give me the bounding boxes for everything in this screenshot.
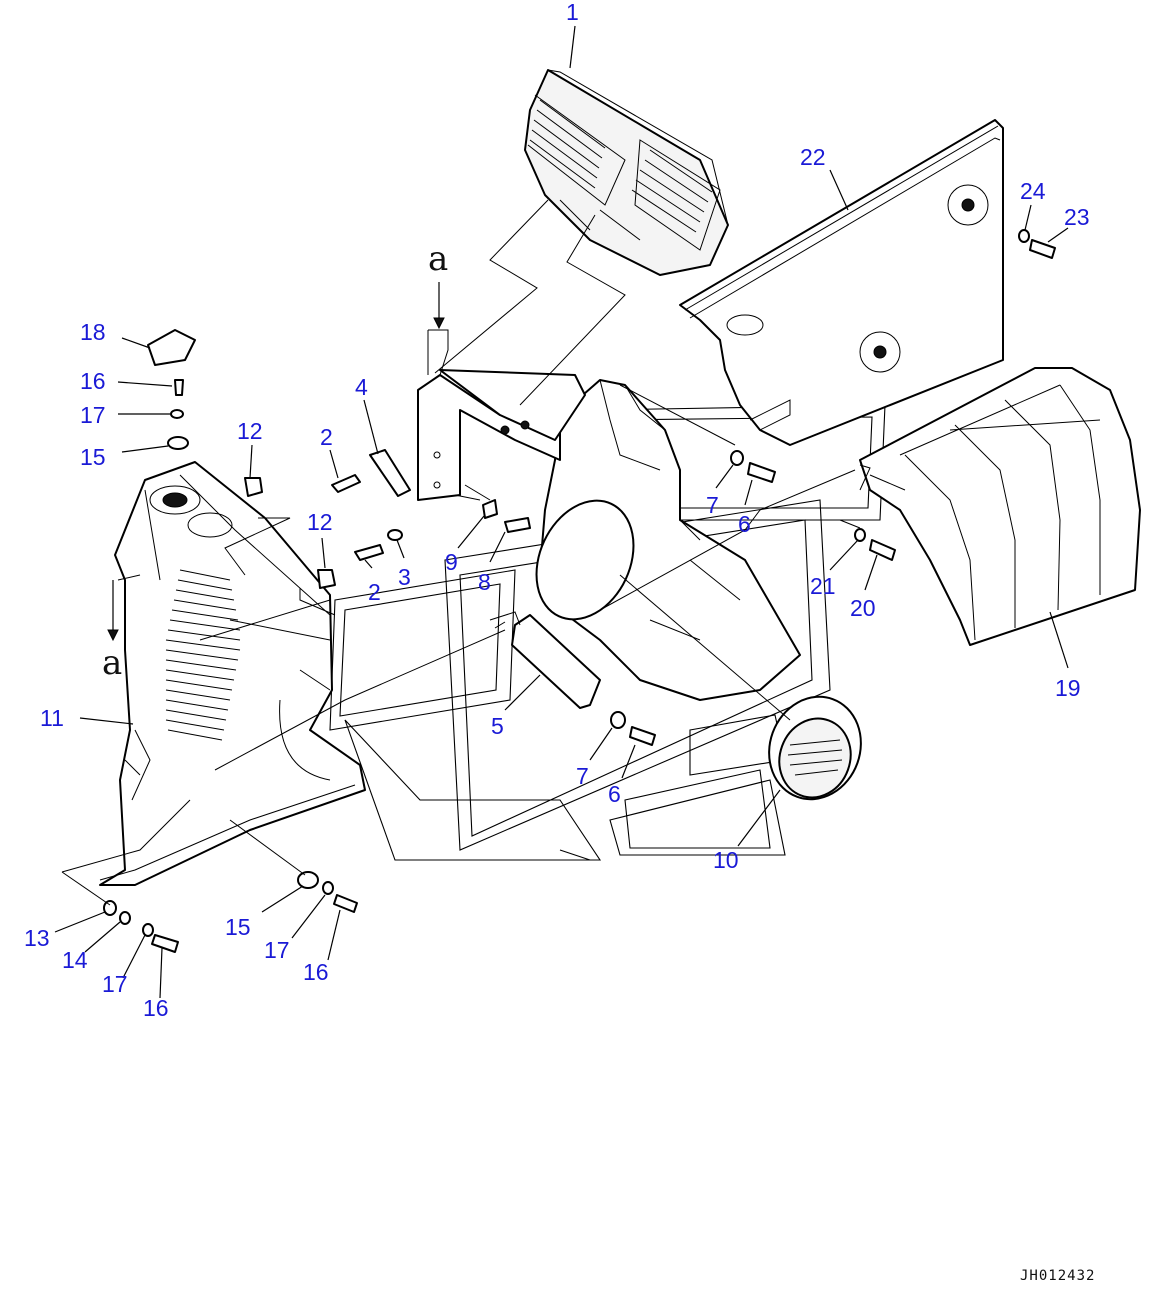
callout-20: 20	[850, 595, 876, 621]
callout-15-top: 15	[80, 444, 106, 470]
callout-13: 13	[24, 925, 50, 951]
mounting-bracket	[417, 329, 586, 501]
bolt-16-top	[174, 379, 184, 396]
callout-10: 10	[713, 847, 739, 873]
callout-19: 19	[1055, 675, 1081, 701]
bracket-strip	[369, 449, 411, 497]
cap	[147, 329, 196, 366]
callout-16-top: 16	[80, 368, 106, 394]
callout-12-top: 12	[237, 418, 263, 444]
callout-24: 24	[1020, 178, 1046, 204]
callout-22: 22	[800, 144, 826, 170]
callout-18: 18	[80, 319, 106, 345]
reference-letter-a-top: a	[428, 239, 448, 279]
drawing-id: JH012432	[1020, 1268, 1095, 1284]
washer-3	[387, 529, 403, 541]
callout-5: 5	[491, 713, 504, 739]
callout-16-lower: 16	[143, 995, 169, 1021]
reference-letter-a-left: a	[102, 643, 122, 683]
bolt-6-lower	[629, 726, 656, 746]
callout-1: 1	[566, 0, 579, 25]
callout-15-lower: 15	[225, 914, 251, 940]
rear-top-panel	[679, 119, 1004, 446]
washer-15-top	[167, 436, 189, 450]
callout-17-top: 17	[80, 402, 106, 428]
callout-17-lower: 17	[102, 971, 128, 997]
callout-23: 23	[1064, 204, 1090, 230]
washer-14	[119, 911, 131, 925]
bolt-8	[504, 517, 531, 533]
monitor-unit	[524, 69, 729, 276]
callouts: 1 22 24 23 18 16 17 15 12 12 4 2 2 3 9 8…	[24, 0, 1090, 1021]
callout-7-lower: 7	[576, 763, 589, 789]
callout-21: 21	[810, 573, 836, 599]
callout-8: 8	[478, 569, 491, 595]
callout-16-mid: 16	[303, 959, 329, 985]
washer-21	[854, 528, 866, 542]
callout-17-mid: 17	[264, 937, 290, 963]
bolt-2-a	[331, 474, 361, 493]
callout-9: 9	[445, 549, 458, 575]
callout-4: 4	[355, 374, 368, 400]
washer-7-upper	[730, 450, 744, 466]
side-cover	[859, 367, 1141, 646]
callout-6-lower: 6	[608, 781, 621, 807]
clip-12-top	[244, 477, 263, 497]
bolt-20	[869, 539, 896, 561]
nut-13	[103, 900, 117, 916]
callout-7-upper: 7	[706, 492, 719, 518]
center-duct	[535, 379, 801, 701]
bolt-2-b	[354, 544, 384, 561]
monitor-vents	[529, 99, 713, 233]
clip-12-mid	[317, 569, 336, 589]
nut-9	[482, 499, 498, 519]
hardware	[103, 229, 1056, 953]
callout-6-upper: 6	[738, 511, 751, 537]
callout-12-mid: 12	[307, 509, 333, 535]
washer-17-top	[170, 409, 184, 419]
leader-lines	[54, 25, 1069, 999]
callout-2-a: 2	[320, 424, 333, 450]
callout-11: 11	[40, 705, 64, 731]
callout-3: 3	[398, 564, 411, 590]
bolt-6-upper	[747, 462, 776, 483]
callout-2-b: 2	[368, 579, 381, 605]
callout-14: 14	[62, 947, 88, 973]
console-grille	[165, 569, 241, 741]
round-vent	[768, 695, 862, 801]
washer-15-lower	[297, 871, 319, 889]
washer-24	[1018, 229, 1030, 243]
washer-17-mid	[322, 881, 334, 895]
plate	[489, 611, 601, 709]
washer-17-lower	[142, 923, 154, 937]
washer-7-lower	[610, 711, 626, 729]
bolt-23	[1029, 239, 1056, 259]
bolt-16-lower	[151, 934, 179, 953]
bolt-16-mid	[333, 894, 358, 913]
